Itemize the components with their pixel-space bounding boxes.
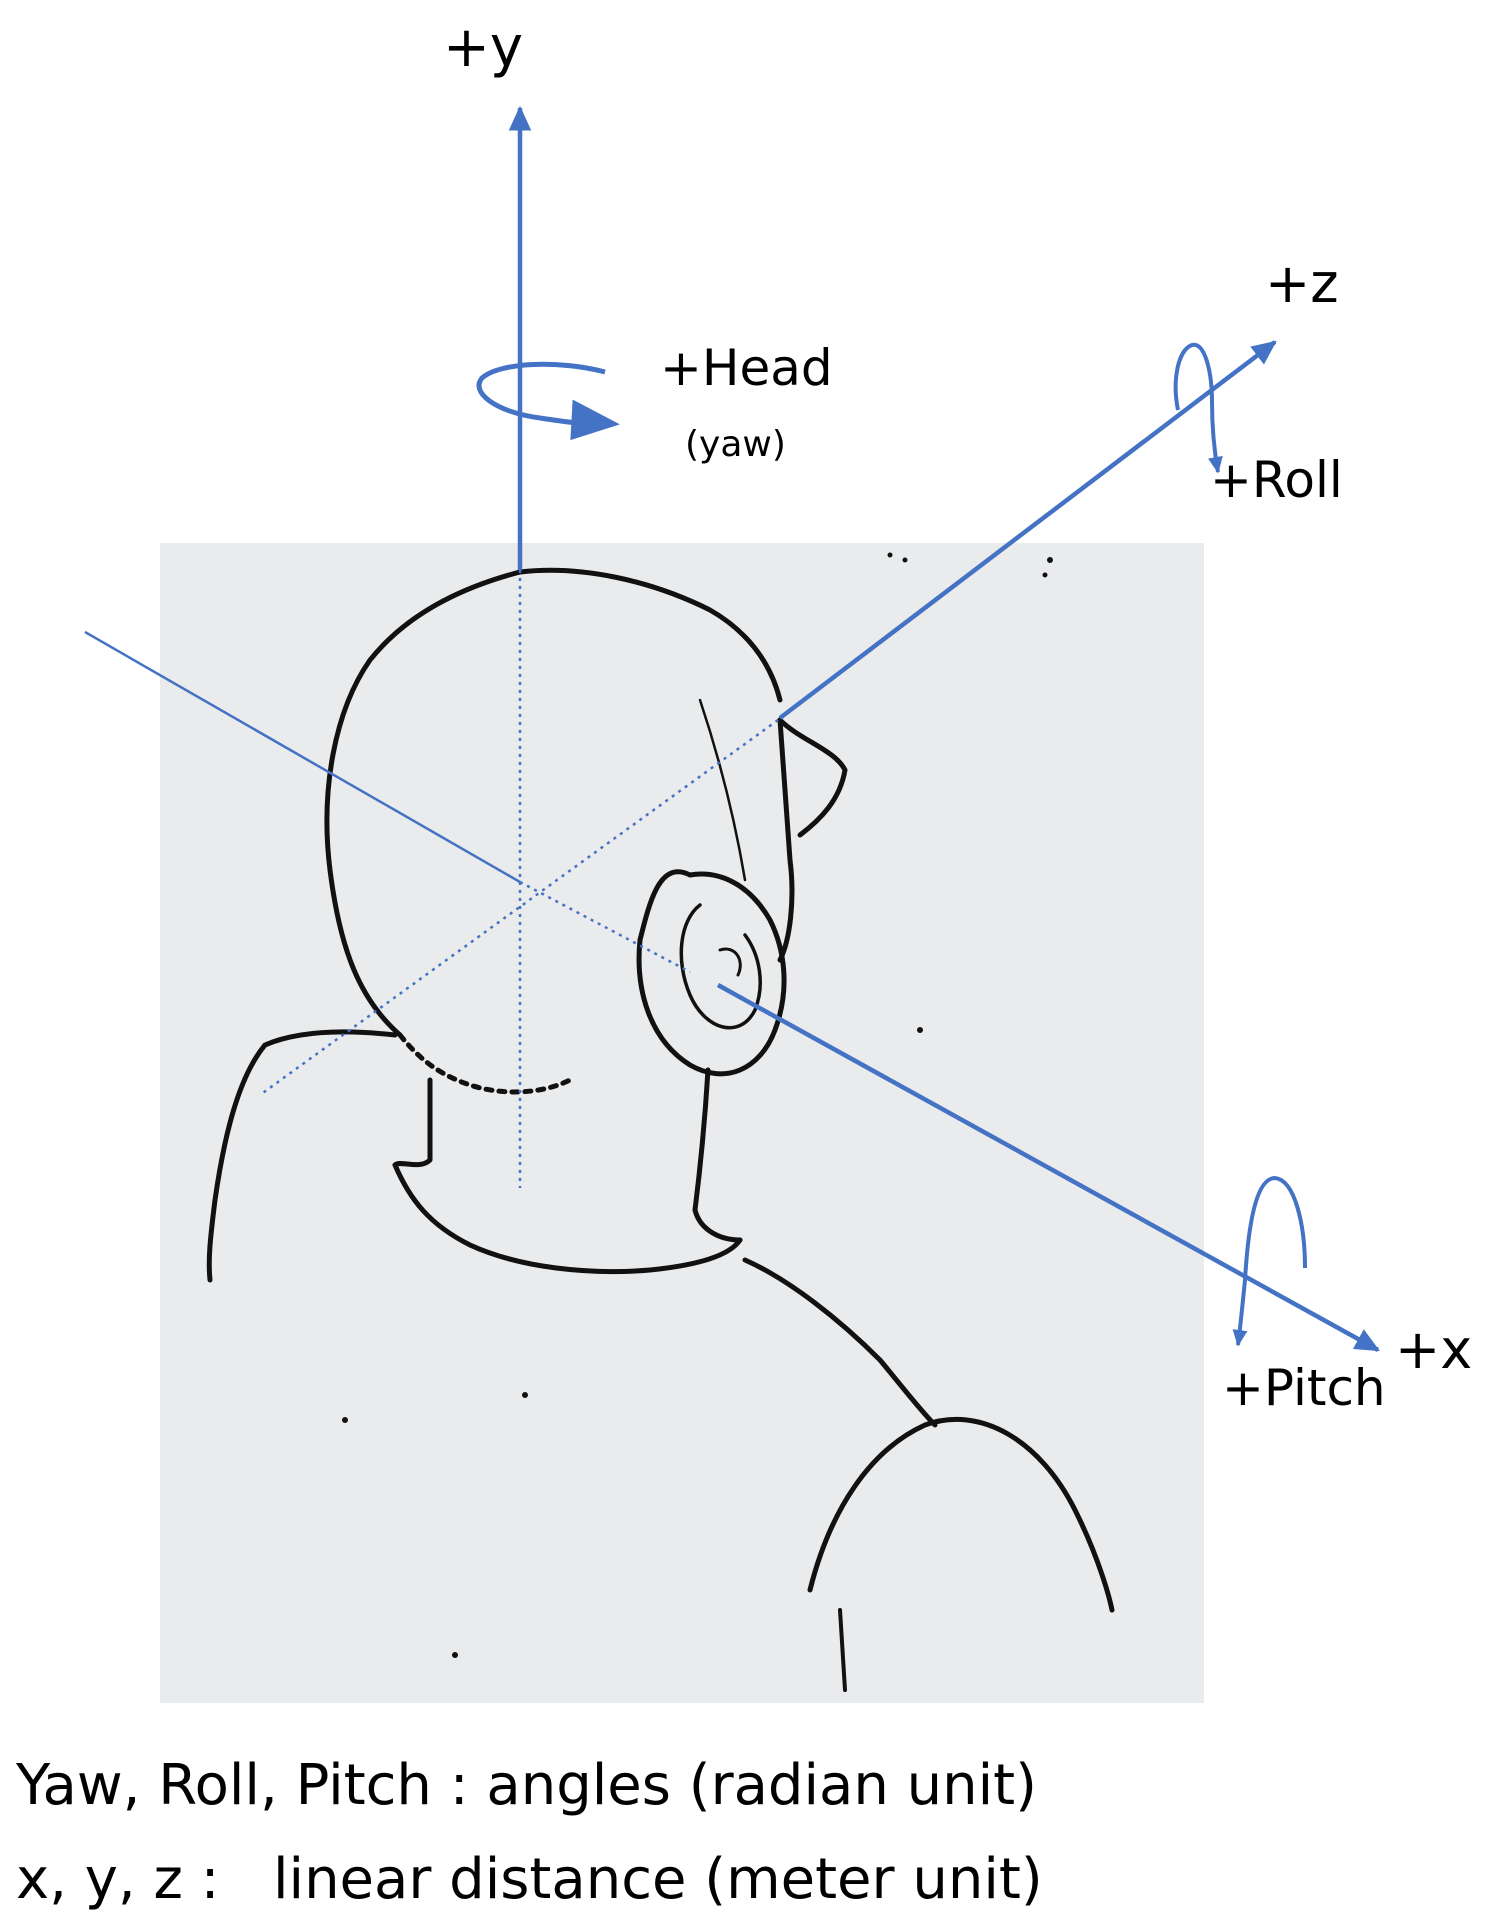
- z-axis-hidden: [259, 718, 779, 1097]
- caption-angles: Yaw, Roll, Pitch : angles (radian unit): [16, 1753, 1037, 1818]
- x-axis-back-line: [84, 630, 521, 884]
- roll-rotation-arrow-icon: [1173, 342, 1223, 474]
- yaw-sublabel: (yaw): [685, 424, 786, 465]
- x-axis-arrow: [716, 983, 1380, 1352]
- caption-distances: x, y, z : linear distance (meter unit): [16, 1847, 1043, 1912]
- pitch-label: +Pitch: [1222, 1359, 1386, 1417]
- y-axis-label: +y: [443, 15, 523, 80]
- yaw-rotation-arrow-icon: [476, 361, 620, 441]
- roll-label: +Roll: [1210, 451, 1343, 509]
- z-axis-label: +z: [1265, 252, 1339, 315]
- pitch-rotation-arrow-icon: [1232, 1175, 1307, 1347]
- sketch-background-panel: [160, 543, 1204, 1703]
- axis-hidden-segments: [259, 570, 779, 1188]
- x-axis-label: +x: [1395, 1318, 1472, 1381]
- x-axis-hidden: [519, 880, 691, 974]
- yaw-label: +Head: [660, 339, 833, 397]
- head-sketch-icon: [206, 552, 1115, 1692]
- z-axis-arrow: [778, 340, 1277, 720]
